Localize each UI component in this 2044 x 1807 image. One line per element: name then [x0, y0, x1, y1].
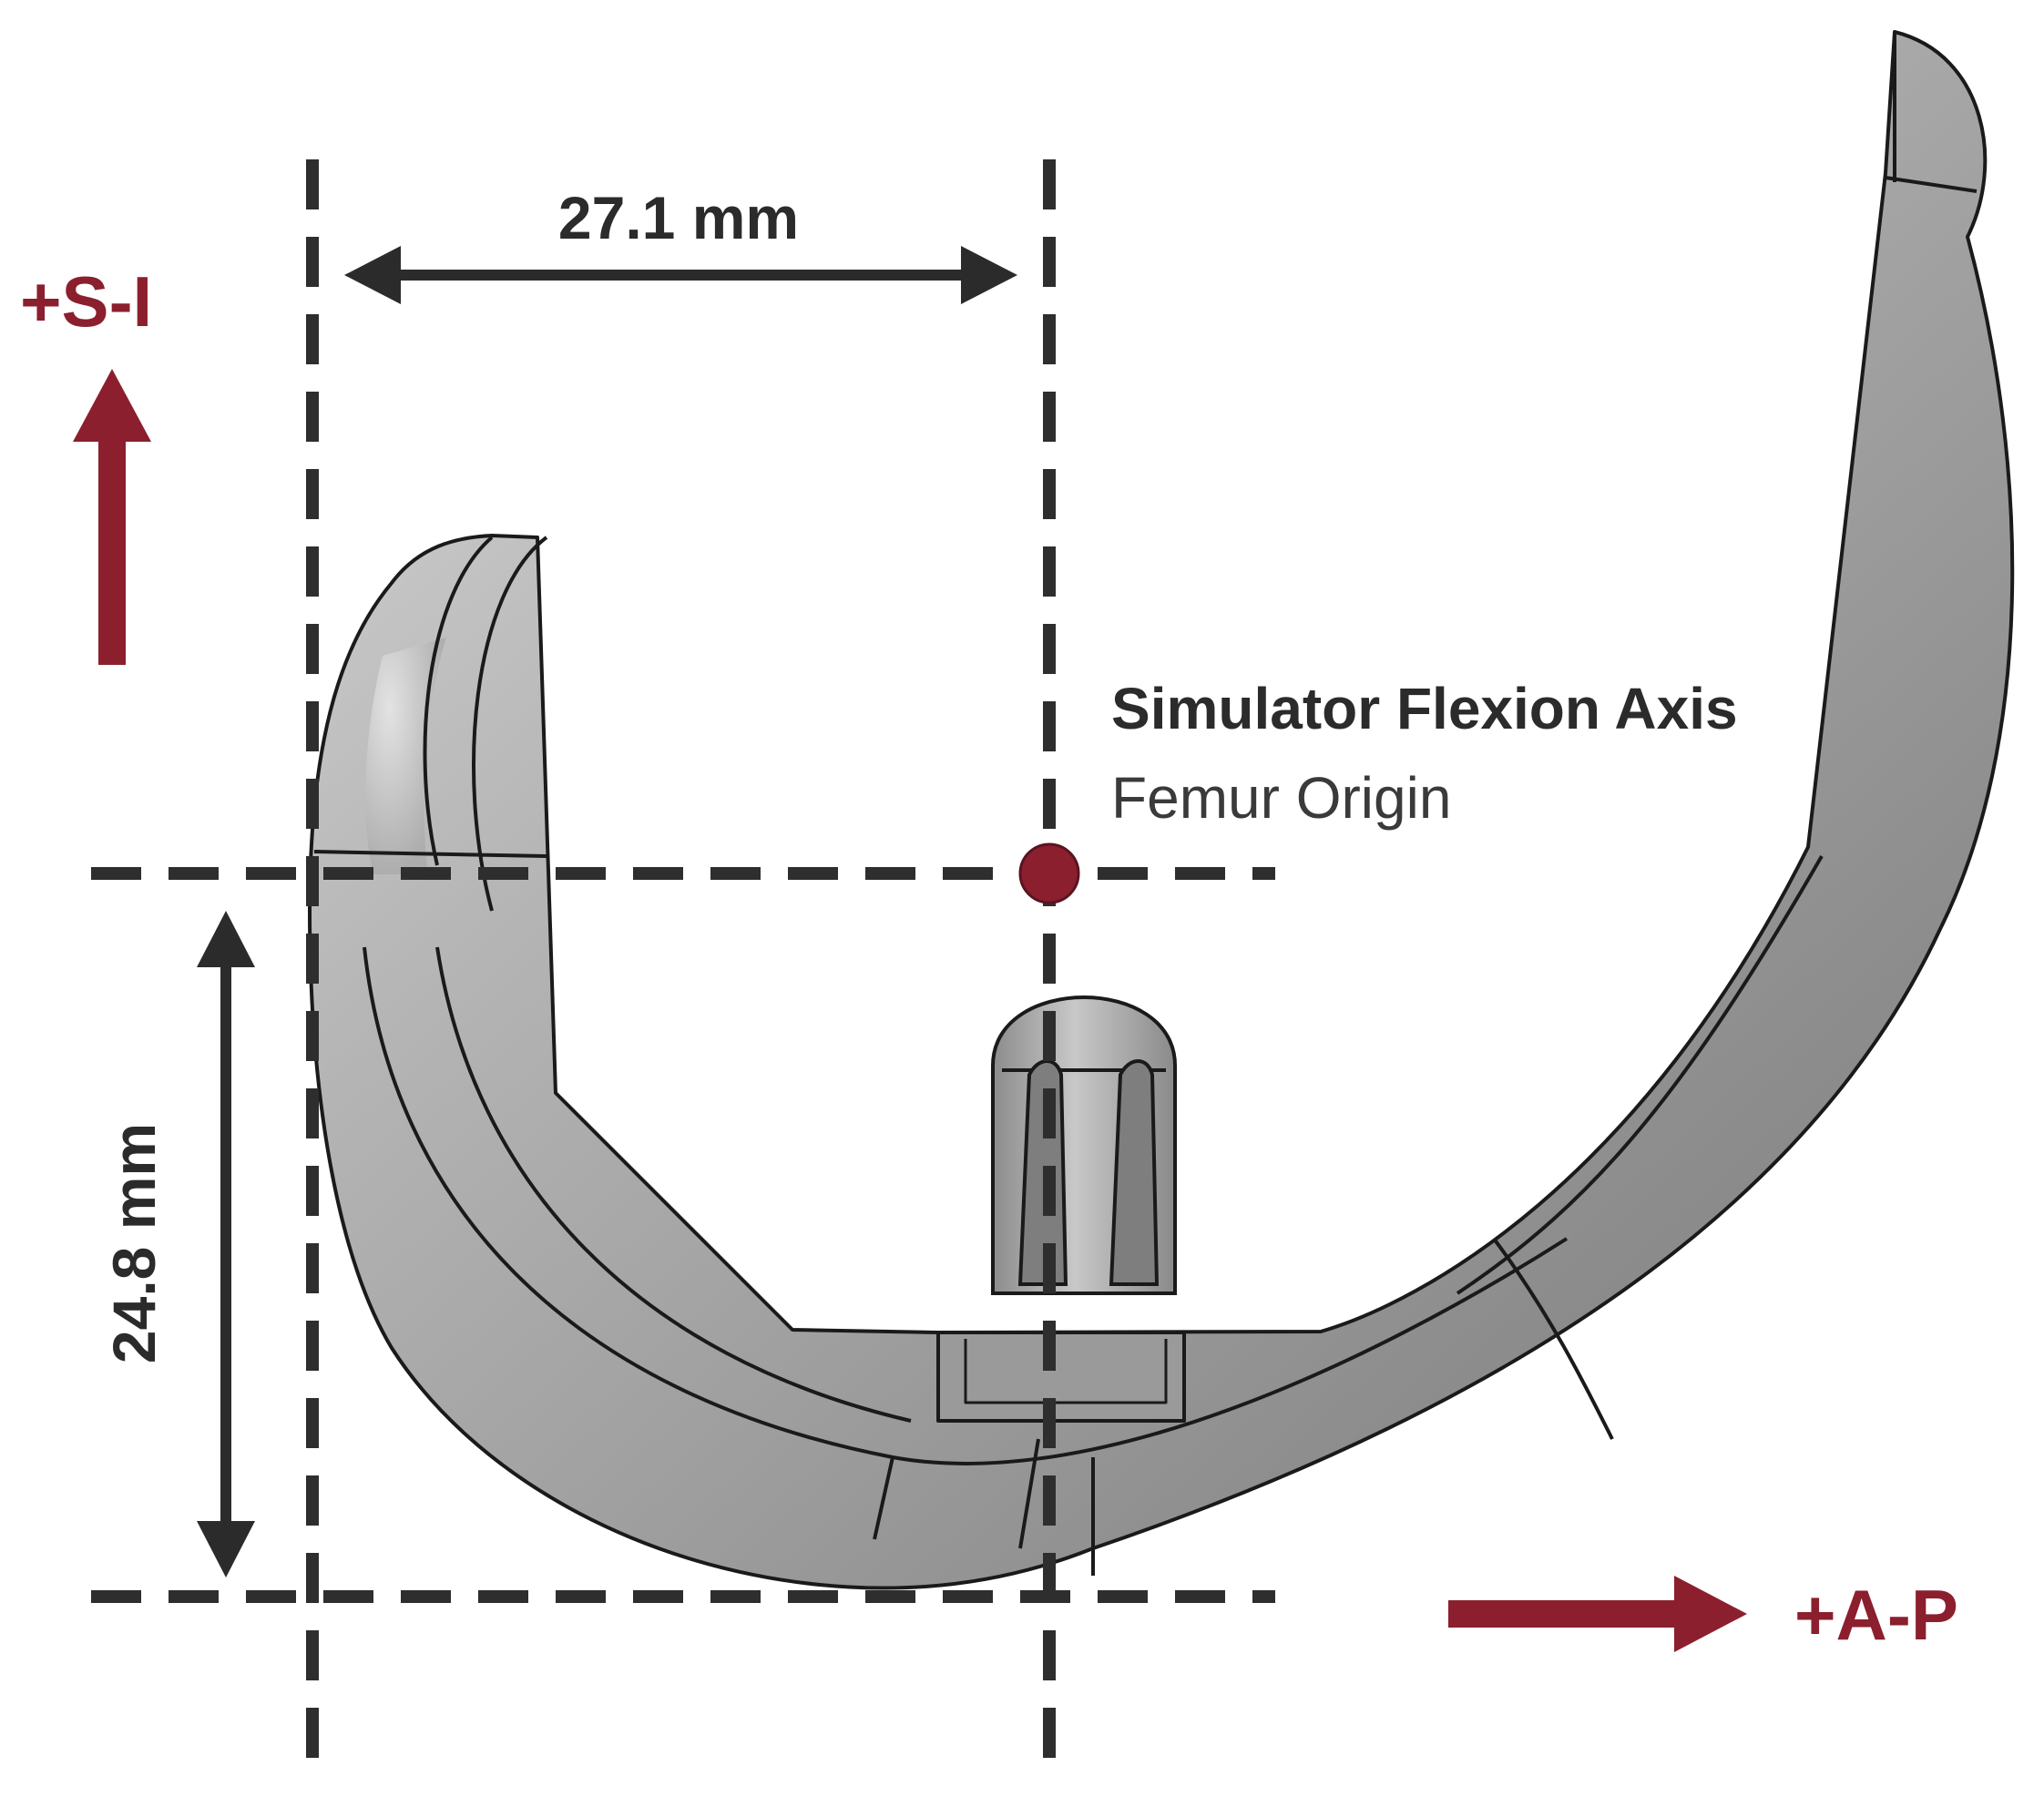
implant-edge-lines — [313, 32, 1978, 1576]
reference-guides — [91, 159, 1275, 1771]
ap-axis-label: +A-P — [1794, 1575, 1958, 1655]
vertical-dimension-label: 24.8 mm — [100, 1123, 168, 1363]
peg-fin-right — [1109, 1059, 1160, 1286]
si-axis-indicator: +S-I — [20, 261, 152, 665]
dimension-arrowhead-top — [197, 911, 255, 967]
femoral-implant — [308, 30, 2015, 1590]
implant-body — [308, 30, 2015, 1590]
horizontal-dimension-label: 27.1 mm — [558, 184, 799, 251]
origin-subtitle: Femur Origin — [1111, 765, 1451, 831]
dimension-arrowhead-bottom — [197, 1521, 255, 1577]
fixation-peg — [991, 995, 1177, 1295]
box-recess-inner — [964, 1339, 1168, 1404]
box-recess — [936, 1331, 1186, 1423]
horizontal-dimension: 27.1 mm — [344, 184, 1017, 304]
dimension-arrowhead-right — [961, 246, 1017, 304]
femur-origin-marker — [1018, 842, 1080, 904]
ap-axis-indicator: +A-P — [1448, 1575, 1958, 1655]
vertical-dimension: 24.8 mm — [100, 911, 255, 1577]
si-axis-label: +S-I — [20, 261, 152, 342]
origin-title: Simulator Flexion Axis — [1111, 676, 1738, 741]
dimension-arrowhead-left — [344, 246, 401, 304]
arrow-up-icon — [73, 369, 151, 665]
arrow-right-icon — [1448, 1576, 1747, 1652]
